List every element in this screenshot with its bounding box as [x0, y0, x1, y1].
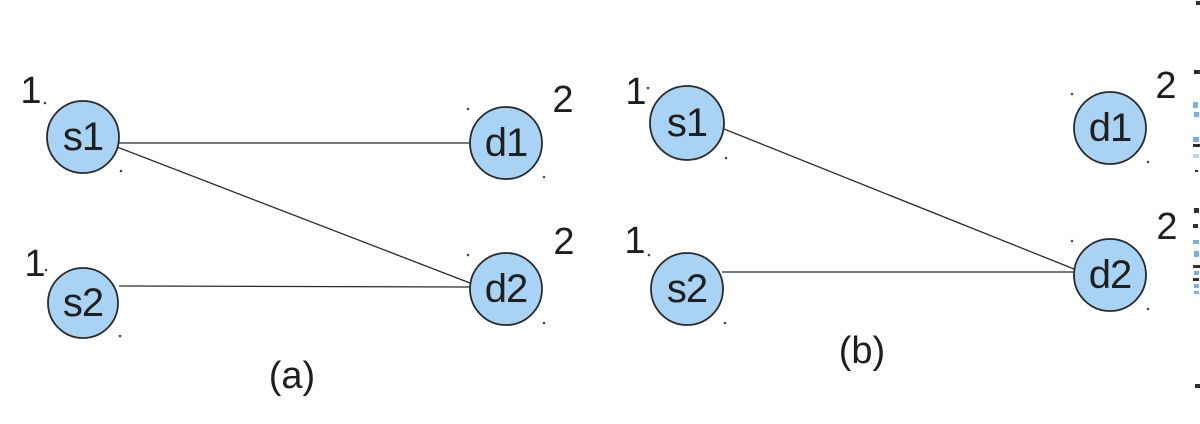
edge-b-s1-d2	[718, 126, 1075, 270]
capacity-label-b-s1: 1	[625, 71, 647, 113]
capacity-label-b-s2: 1	[624, 220, 646, 262]
clipped-content-fragment	[1194, 208, 1199, 213]
node-circle-a-d1	[469, 106, 543, 180]
capacity-label-a-s2: 1	[24, 243, 46, 285]
corner-mark-icon	[119, 169, 123, 173]
clipped-content-fragment	[1193, 265, 1200, 268]
node-circle-b-d1	[1073, 91, 1147, 165]
clipped-content-fragment	[1194, 70, 1200, 74]
clipped-content-fragment	[1195, 170, 1198, 172]
corner-mark-icon	[724, 156, 728, 160]
corner-mark-icon	[466, 107, 470, 111]
clipped-content-fragment	[1195, 384, 1200, 388]
node-label-a-d2: d2	[484, 267, 528, 311]
capacity-label-a-s1: 1	[20, 70, 42, 112]
clipped-content-fragment	[1193, 240, 1199, 244]
clipped-content-fragment	[1193, 224, 1198, 228]
corner-mark-icon	[542, 321, 546, 325]
clipped-content-fragment	[1193, 137, 1199, 142]
clipped-content-fragment	[1193, 144, 1200, 147]
corner-mark-icon	[1070, 239, 1074, 243]
clipped-content-fragment	[1194, 251, 1199, 257]
clipped-content-fragment	[1194, 271, 1199, 275]
node-circle-a-s2	[47, 267, 119, 339]
corner-mark-icon	[1146, 160, 1150, 164]
node-circle-a-s1	[46, 100, 120, 174]
corner-mark-icon	[43, 101, 47, 105]
clipped-content-fragment	[1194, 112, 1199, 117]
node-label-b-s2: s2	[666, 267, 708, 311]
node-circle-a-d2	[469, 252, 543, 326]
node-circle-b-s2	[650, 252, 724, 326]
corner-mark-icon	[542, 175, 546, 179]
capacity-label-b-d2: 2	[1156, 206, 1178, 248]
node-label-a-d1: d1	[484, 121, 528, 165]
node-circle-b-s1	[649, 85, 725, 161]
corner-mark-icon	[646, 86, 650, 90]
corner-mark-icon	[118, 334, 122, 338]
corner-mark-icon	[44, 268, 48, 272]
node-label-b-d1: d1	[1088, 106, 1132, 150]
clipped-content-fragment	[1194, 284, 1199, 288]
caption-a: (a)	[268, 355, 316, 397]
clipped-content-fragment	[1193, 102, 1198, 108]
node-label-a-s2: s2	[62, 281, 104, 325]
node-label-b-d2: d2	[1088, 253, 1132, 297]
corner-mark-icon	[1070, 92, 1074, 96]
node-label-a-s1: s1	[62, 115, 104, 159]
capacity-label-a-d2: 2	[553, 221, 575, 263]
corner-mark-icon	[1146, 307, 1150, 311]
capacity-label-a-d1: 2	[552, 79, 574, 121]
capacity-label-b-d1: 2	[1155, 65, 1177, 107]
clipped-content-fragment	[1193, 154, 1199, 158]
node-label-b-s1: s1	[666, 101, 708, 145]
corner-mark-icon	[647, 253, 651, 257]
corner-mark-icon	[466, 253, 470, 257]
clipped-content-fragment	[1193, 278, 1199, 281]
edge-a-s2-d2	[118, 285, 471, 288]
caption-b: (b)	[838, 330, 886, 372]
clipped-content-fragment	[1196, 1, 1200, 5]
clipped-content-fragment	[1194, 291, 1199, 294]
corner-mark-icon	[723, 321, 727, 325]
node-circle-b-d2	[1073, 238, 1147, 312]
edge-a-s1-d2	[116, 146, 471, 284]
